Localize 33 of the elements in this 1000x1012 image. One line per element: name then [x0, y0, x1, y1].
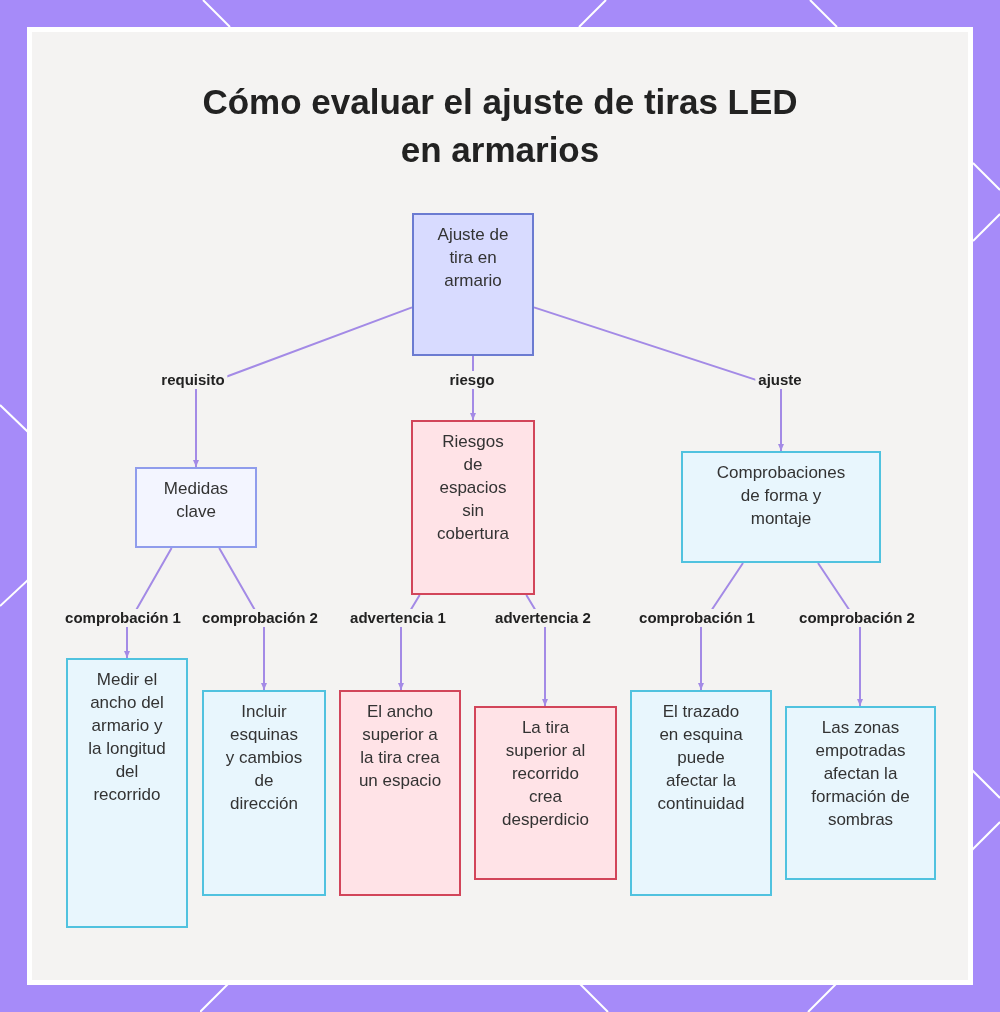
node-text: Incluir esquinas y cambios de dirección	[224, 701, 304, 815]
node-text: La tira superior al recorrido crea desperdicio	[501, 717, 590, 831]
node-text: Ajuste de tira en armario	[436, 224, 510, 292]
connector-line	[698, 562, 744, 691]
node-text: Medir el ancho del armario y la longitud del recorrido	[87, 669, 167, 806]
node-text: Comprobaciones de forma y montaje	[716, 462, 846, 530]
process-box	[66, 658, 188, 928]
node-text: Riesgos de espacios sin cobertura	[436, 431, 510, 545]
connector-line	[193, 306, 413, 468]
process-box	[339, 690, 461, 896]
edge-label: comprobación 2	[796, 609, 918, 627]
edge-label: comprobación 1	[62, 609, 184, 627]
process-box	[412, 213, 534, 356]
connector-line	[817, 562, 863, 707]
process-box	[135, 467, 257, 548]
process-box	[202, 690, 326, 896]
node-text: Las zonas empotradas afectan la formación de sombras	[810, 717, 911, 831]
edge-label: comprobación 1	[636, 609, 758, 627]
node-text: El ancho superior a la tira crea un espacio	[357, 701, 443, 792]
diagram-title: Cómo evaluar el ajuste de tiras LED en armarios	[201, 81, 799, 171]
node-text: El trazado en esquina puede afectar la continuidad	[656, 701, 746, 815]
process-box	[411, 420, 535, 595]
process-box	[474, 706, 617, 880]
edge-label: ajuste	[755, 371, 805, 389]
node-text: Medidas clave	[162, 478, 230, 523]
connector-line	[533, 306, 784, 452]
process-box	[785, 706, 936, 880]
edge-label: advertencia 1	[347, 609, 449, 627]
edge-label: advertencia 2	[492, 609, 594, 627]
edge-label: comprobación 2	[199, 609, 321, 627]
connector-line	[218, 547, 267, 691]
process-box	[630, 690, 772, 896]
process-box	[681, 451, 881, 563]
